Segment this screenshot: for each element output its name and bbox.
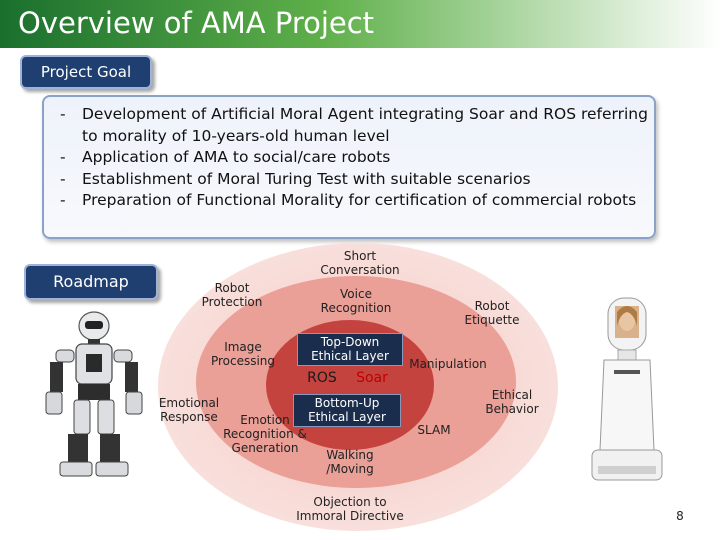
manipulation-label: Manipulation [409, 357, 487, 371]
slide-title: Overview of AMA Project [18, 6, 375, 40]
humanoid-robot-image [45, 311, 143, 477]
service-robot-image [591, 297, 663, 481]
goal-item: Development of Artificial Moral Agent in… [60, 104, 650, 147]
project-goal-tag: Project Goal [20, 55, 152, 89]
page-number: 8 [676, 509, 684, 523]
goal-item: Preparation of Functional Morality for c… [60, 190, 650, 212]
goal-item: Establishment of Moral Turing Test with … [60, 169, 650, 191]
ros-label: ROS [307, 370, 337, 386]
goal-item: Application of AMA to social/care robots [60, 147, 650, 169]
project-goal-box: Development of Artificial Moral Agent in… [42, 95, 656, 239]
title-bar [0, 0, 720, 48]
walking-label: Walking/Moving [326, 448, 374, 476]
roadmap-tag: Roadmap [24, 264, 158, 300]
slam-label: SLAM [417, 423, 451, 437]
goal-list: Development of Artificial Moral Agent in… [60, 104, 650, 212]
soar-label: Soar [356, 370, 388, 386]
